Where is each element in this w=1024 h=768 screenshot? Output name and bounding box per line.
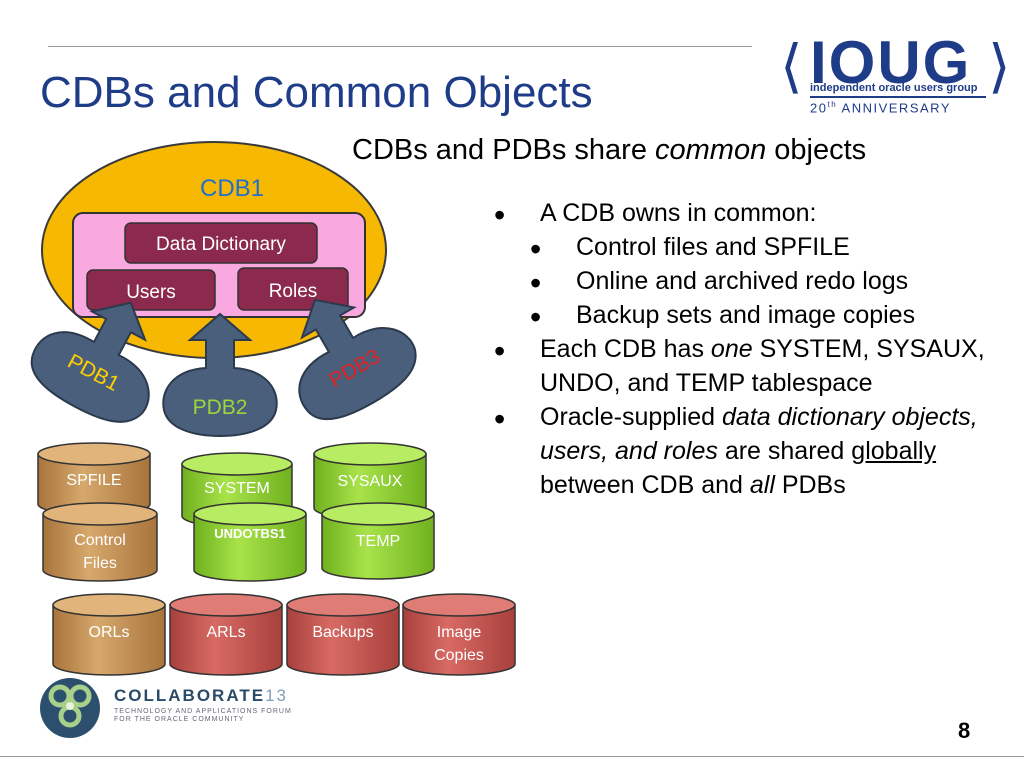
spfile-cylinder: SPFILE <box>37 442 151 516</box>
collaborate-logo: COLLABORATE13 TECHNOLOGY AND APPLICATION… <box>38 676 308 740</box>
b3-post: PDBs <box>774 471 846 499</box>
bullet-item: A CDB owns in common: <box>494 194 1019 238</box>
collab-line-1: TECHNOLOGY AND APPLICATIONS FORUM <box>114 708 292 715</box>
logo-anniversary: 20th ANNIVERSARY <box>810 96 986 115</box>
pdb3-arrow: PDB3 <box>298 298 417 421</box>
data-dictionary-label: Data Dictionary <box>156 234 286 255</box>
sub-bullet-item: Backup sets and image copies <box>494 296 1019 340</box>
b2-pre: Each CDB has <box>540 335 711 363</box>
control-files-cylinder: Control Files <box>42 502 158 582</box>
logo-right-bracket: ⟩ <box>988 32 1011 100</box>
slide-title: CDBs and Common Objects <box>40 68 593 117</box>
collaborate-name: COLLABORATE13 <box>114 686 288 706</box>
temp-label: TEMP <box>356 533 400 550</box>
sub-bullet-item: Online and archived redo logs <box>494 262 1019 306</box>
spfile-label: SPFILE <box>66 472 121 489</box>
bullet-item: Oracle-supplied data dictionary objects,… <box>494 398 1019 502</box>
pdb2-arrow: PDB2 <box>162 312 278 438</box>
roles-box <box>237 267 349 311</box>
undotbs1-cylinder: UNDOTBS1 <box>193 502 307 582</box>
b2-em: one <box>710 335 753 363</box>
collab-name-text: COLLABORATE <box>114 686 266 705</box>
anniv-num: 20 <box>810 100 828 116</box>
temp-cylinder: TEMP <box>321 502 435 580</box>
cdb-label: CDB1 <box>200 175 264 202</box>
roles-label: Roles <box>269 281 318 302</box>
top-divider <box>48 46 752 47</box>
b3-mid2: between CDB and <box>540 471 750 499</box>
logo-tagline: independent oracle users group <box>810 82 978 94</box>
arls-label: ARLs <box>206 624 245 641</box>
b3-em: data dictionary objects, users, and role… <box>540 403 978 465</box>
b3-mid: are shared <box>717 437 852 465</box>
pdb1-arrow: PDB1 <box>30 301 150 423</box>
collab-number: 13 <box>265 686 288 705</box>
bullet-list: A CDB owns in common: Control files and … <box>494 194 1019 502</box>
subtitle-pre: CDBs and PDBs share <box>352 134 656 166</box>
anniv-sup: th <box>827 100 838 109</box>
b3-pre: Oracle-supplied <box>540 403 723 431</box>
data-dictionary-box <box>124 222 318 264</box>
control-files-label-2: Files <box>83 555 117 572</box>
backups-cylinder: Backups <box>286 593 400 676</box>
logo-word: IOUG <box>810 29 972 96</box>
pdb2-label: PDB2 <box>193 396 248 419</box>
sysaux-label: SYSAUX <box>338 473 403 490</box>
arls-cylinder: ARLs <box>169 593 283 676</box>
ioug-logo: ⟨ IOUG ⟩ independent oracle users group … <box>780 28 1016 124</box>
bottom-divider <box>0 756 1024 757</box>
bullet-item: Each CDB has one SYSTEM, SYSAUX, UNDO, a… <box>494 330 1019 400</box>
subtitle-post: objects <box>766 134 867 166</box>
image-copies-label-1: Image <box>437 624 482 641</box>
collaborate-mark-icon <box>40 678 100 738</box>
control-files-label-1: Control <box>74 532 126 549</box>
collab-line-2: FOR THE ORACLE COMMUNITY <box>114 716 245 724</box>
page-number: 8 <box>958 718 971 743</box>
orls-cylinder: ORLs <box>52 593 166 676</box>
slide-subtitle: CDBs and PDBs share common objects <box>352 134 866 167</box>
logo-left-bracket: ⟨ <box>780 32 803 100</box>
b2-post: SYSTEM, SYSAUX, UNDO, and TEMP tablespac… <box>540 335 985 397</box>
users-label: Users <box>126 282 176 303</box>
sysaux-cylinder: SYSAUX <box>313 442 427 520</box>
system-label: SYSTEM <box>204 480 270 497</box>
sub-bullet-item: Control files and SPFILE <box>494 228 1019 272</box>
users-box <box>86 269 216 311</box>
b3-underline: globally <box>851 437 937 465</box>
subtitle-em: common <box>655 134 767 166</box>
backups-label: Backups <box>312 624 373 641</box>
b3-em2: all <box>749 471 775 499</box>
image-copies-label-2: Copies <box>434 647 484 664</box>
orls-label: ORLs <box>89 624 130 641</box>
undotbs1-label: UNDOTBS1 <box>214 526 286 541</box>
image-copies-cylinder: Image Copies <box>402 593 516 676</box>
anniv-rest: ANNIVERSARY <box>837 100 951 116</box>
